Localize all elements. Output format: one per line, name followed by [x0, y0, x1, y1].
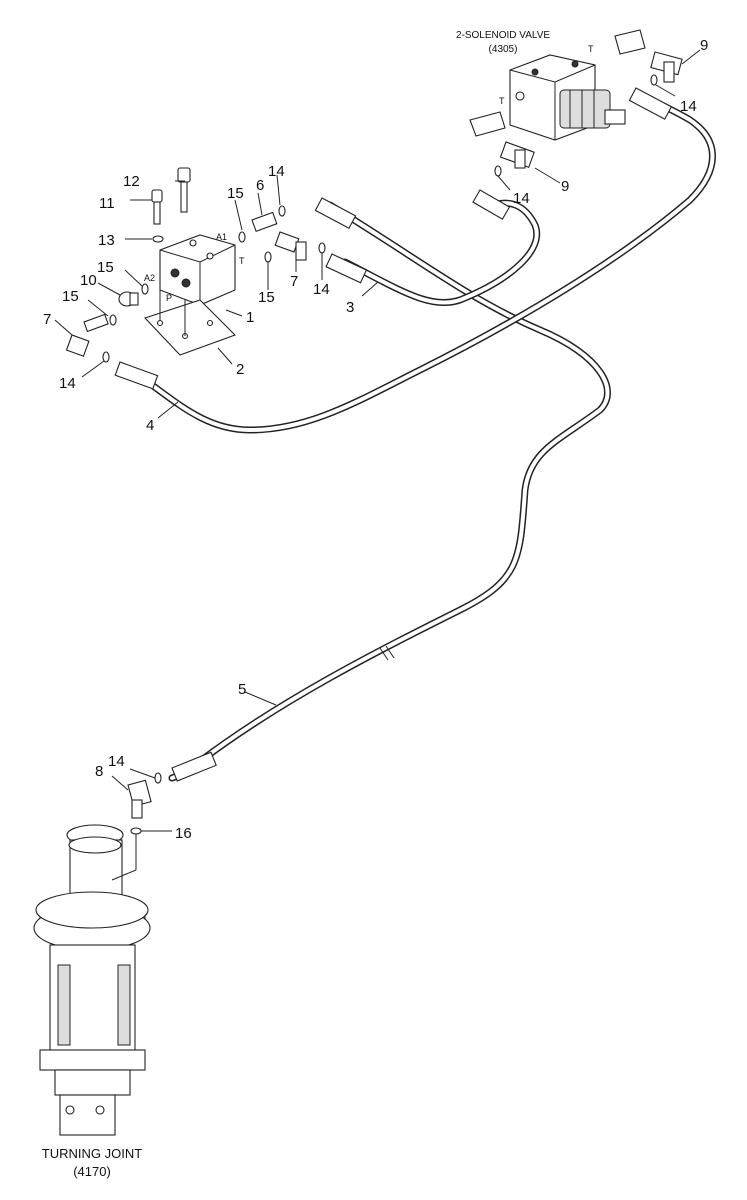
tee-fitting-9-top	[650, 51, 683, 83]
elbow-8	[127, 779, 152, 819]
connector-6	[251, 211, 278, 232]
callout-6: 6	[256, 177, 264, 194]
turning-joint-code: (4170)	[73, 1164, 111, 1179]
callout-12: 12	[123, 173, 140, 190]
solenoid-valve	[469, 29, 646, 141]
callout-14-c: 14	[59, 375, 76, 392]
callout-16: 16	[175, 825, 192, 842]
port-t: T	[239, 256, 245, 266]
mounting-plate	[144, 290, 236, 356]
callout-7-upper: 7	[290, 273, 298, 290]
plug-10	[118, 291, 139, 307]
bolt-12	[177, 167, 191, 213]
callout-14-b: 14	[313, 281, 330, 298]
callout-1: 1	[246, 309, 254, 326]
solenoid-valve-title: 2-SOLENOID VALVE	[456, 30, 550, 41]
valve-port-t-left: T	[499, 96, 505, 106]
callout-15-d: 15	[258, 289, 275, 306]
washer-13	[152, 235, 164, 243]
bolt-11	[151, 189, 163, 225]
callout-13: 13	[98, 232, 115, 249]
callout-2: 2	[236, 361, 244, 378]
callout-10: 10	[80, 272, 97, 289]
callout-9-top: 9	[700, 37, 708, 54]
callout-4: 4	[146, 417, 154, 434]
callout-14-a: 14	[268, 163, 285, 180]
elbow-7-upper	[274, 231, 307, 261]
callout-15-a: 15	[227, 185, 244, 202]
elbow-7-lower	[65, 313, 109, 357]
callout-15-b: 15	[97, 259, 114, 276]
solenoid-valve-code: (4305)	[489, 44, 518, 55]
port-a1: A1	[216, 232, 227, 242]
callout-14-f: 14	[108, 753, 125, 770]
callout-11: 11	[99, 195, 115, 212]
turning-joint-caption: TURNING JOINT (4170)	[42, 1146, 142, 1179]
callout-3: 3	[346, 299, 354, 316]
o-rings	[102, 74, 658, 835]
callout-9-lower: 9	[561, 178, 569, 195]
port-labels: A1 A2 T P T T	[144, 44, 594, 303]
solenoid-valve-caption: 2-SOLENOID VALVE (4305)	[456, 30, 550, 55]
hose-3	[341, 199, 541, 307]
leader-lines	[54, 49, 701, 832]
turning-joint-title: TURNING JOINT	[42, 1146, 142, 1161]
manifold-block	[159, 234, 236, 306]
callout-14-d: 14	[513, 190, 530, 207]
part-callouts: 1 2 3 4 5 6 7 7 8 9 9 10 11 12 13 14 14 …	[43, 37, 708, 842]
callout-5: 5	[238, 681, 246, 698]
turning-joint	[33, 824, 151, 1136]
port-p: P	[166, 293, 172, 303]
callout-15-c: 15	[62, 288, 79, 305]
callout-14-e: 14	[680, 98, 697, 115]
hose-ends	[114, 87, 673, 782]
tee-fitting-9-lower	[499, 141, 535, 169]
callout-7-lower: 7	[43, 311, 51, 328]
port-a2: A2	[144, 273, 155, 283]
hose-4	[126, 92, 716, 434]
valve-port-t-top: T	[588, 44, 594, 54]
callout-8: 8	[95, 763, 103, 780]
